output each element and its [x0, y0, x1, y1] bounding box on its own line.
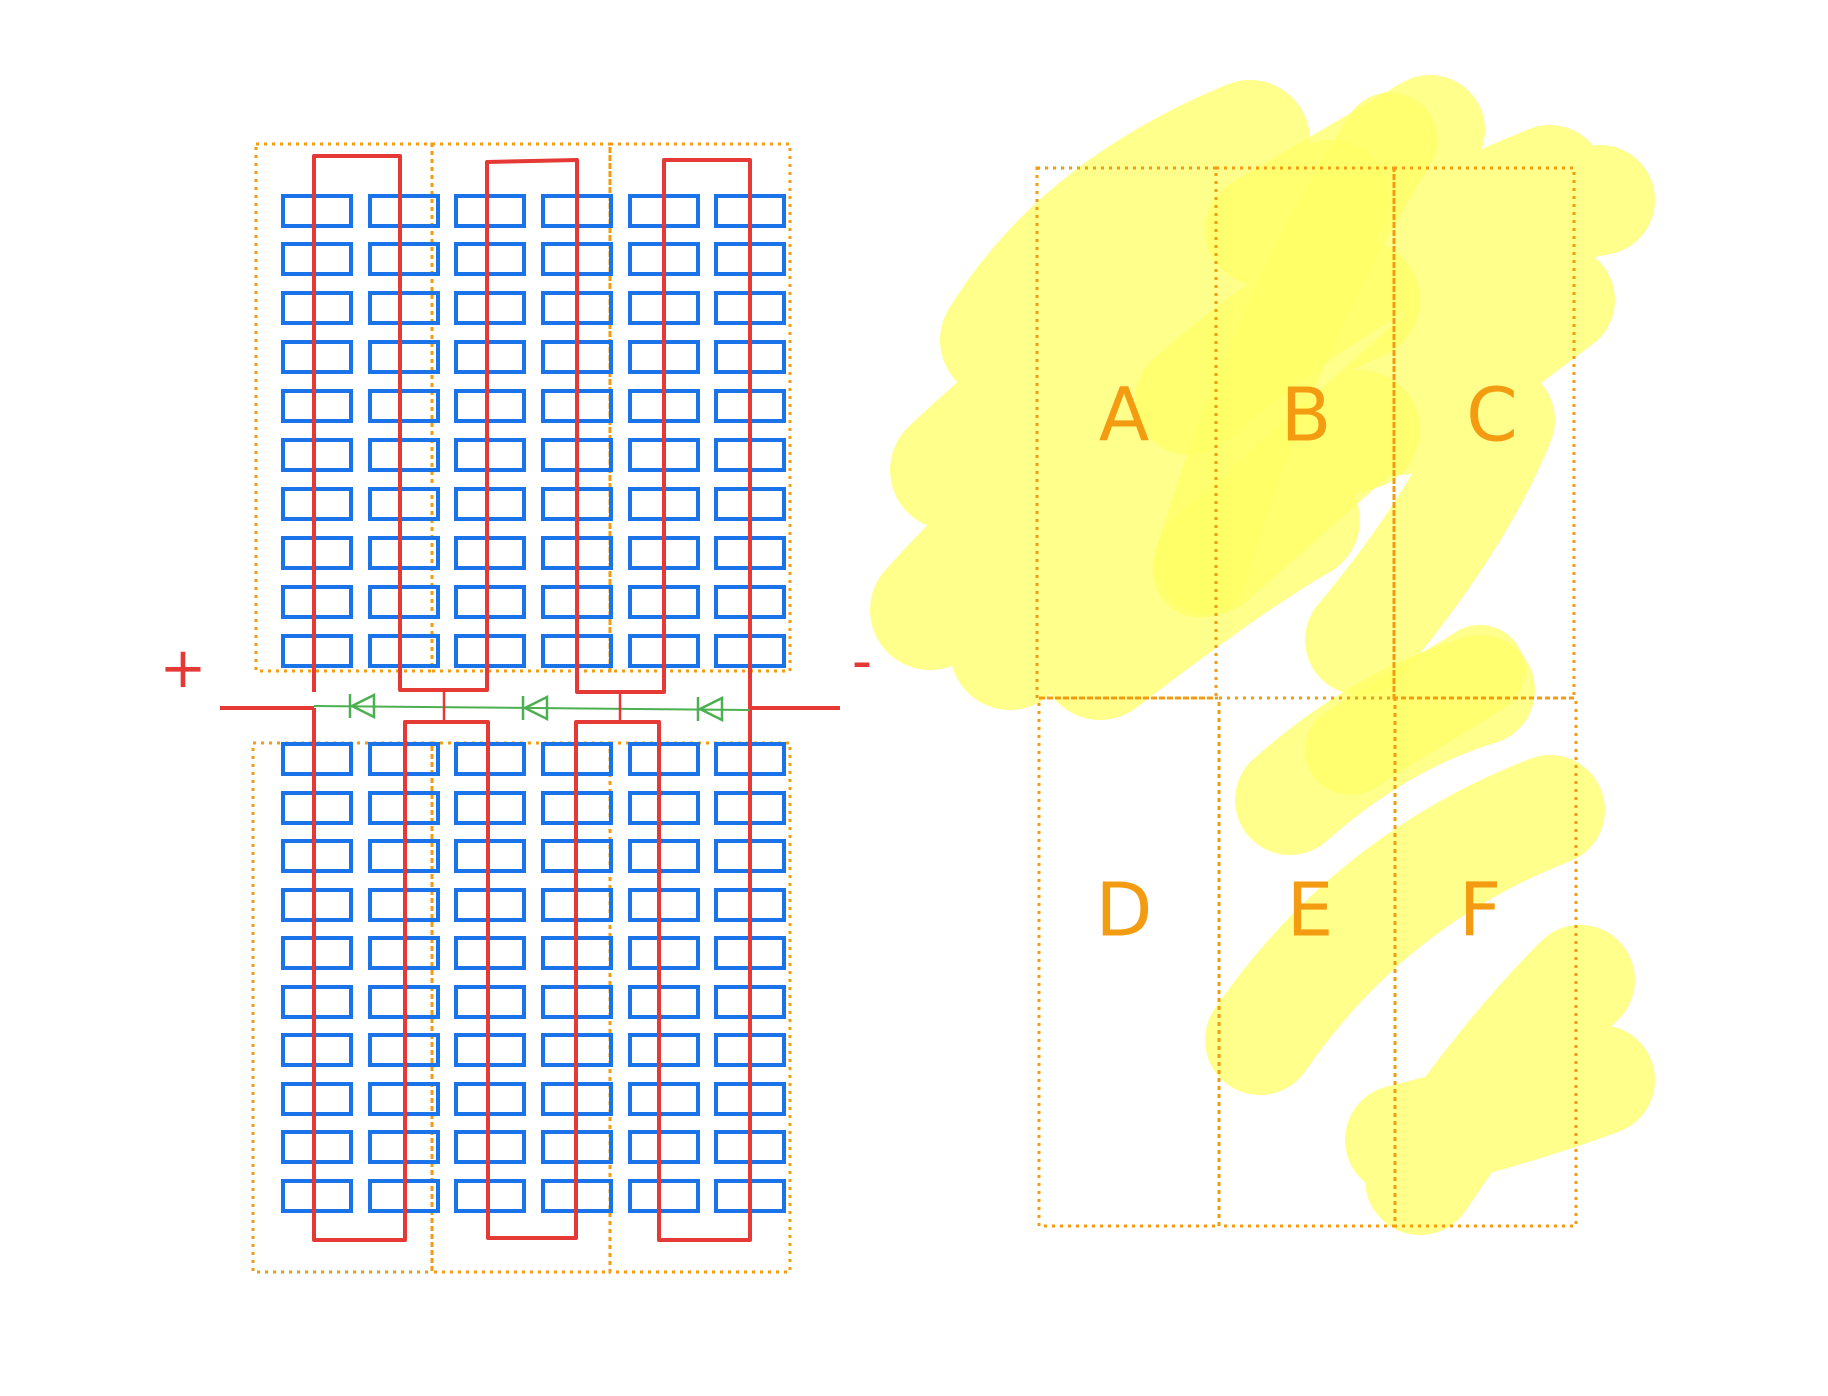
solar-cell — [454, 634, 526, 668]
string-wire-segment — [312, 154, 752, 694]
solar-cell — [281, 340, 353, 374]
solar-cell — [281, 194, 353, 228]
solar-cell — [454, 438, 526, 472]
string-wiring — [220, 154, 840, 1242]
zone-cell-outline — [1035, 166, 1218, 700]
zone-label-e: E — [1287, 868, 1334, 954]
substring-outline — [430, 142, 612, 673]
solar-cell — [281, 389, 353, 423]
solar-cell — [368, 585, 440, 619]
solar-cell — [368, 634, 440, 668]
diode-bus-line — [313, 705, 751, 711]
solar-cell — [281, 487, 353, 521]
solar-cell — [454, 389, 526, 423]
solar-cell — [368, 487, 440, 521]
bypass-diodes — [313, 690, 751, 723]
solar-cell — [628, 742, 700, 776]
solar-cell — [368, 194, 440, 228]
negative-terminal-label: - — [852, 629, 872, 694]
solar-cell — [281, 291, 353, 325]
left-panel: + - — [160, 142, 872, 1274]
solar-cell — [368, 291, 440, 325]
solar-cell — [454, 242, 526, 276]
zone-label-d: D — [1096, 868, 1153, 954]
solar-cell — [454, 536, 526, 570]
solar-cell — [281, 985, 353, 1019]
bypass-diode-symbol — [522, 694, 549, 722]
solar-cell — [281, 438, 353, 472]
solar-cell — [368, 389, 440, 423]
string-wire-segment — [312, 692, 752, 1242]
right-shading-diagram: A B C D E F — [870, 75, 1655, 1235]
solar-cell — [628, 1179, 700, 1213]
bypass-diode-symbol — [697, 695, 724, 723]
solar-cell — [628, 985, 700, 1019]
solar-cell — [454, 487, 526, 521]
shade-stroke — [1135, 75, 1655, 695]
solar-cell — [281, 1033, 353, 1067]
solar-cell — [628, 936, 700, 970]
solar-cell — [281, 742, 353, 776]
solar-cell — [281, 791, 353, 825]
solar-cell — [628, 1130, 700, 1164]
zone-label-f: F — [1459, 868, 1502, 954]
solar-cell — [281, 1082, 353, 1116]
substring-outline — [254, 142, 434, 673]
solar-cell — [628, 791, 700, 825]
solar-cell — [628, 1033, 700, 1067]
solar-cell — [281, 888, 353, 922]
solar-cell — [281, 585, 353, 619]
solar-cell — [281, 1130, 353, 1164]
zone-label-b: B — [1281, 373, 1332, 459]
solar-cell — [454, 291, 526, 325]
solar-cell — [628, 1082, 700, 1116]
solar-cell — [628, 888, 700, 922]
solar-cell — [454, 194, 526, 228]
zone-label-a: A — [1099, 373, 1150, 459]
solar-cell — [281, 536, 353, 570]
shade-stroke — [1305, 625, 1525, 795]
zone-label-c: C — [1466, 373, 1518, 459]
substring-outline — [608, 142, 792, 673]
zone-cell-outline — [1037, 696, 1221, 1228]
solar-cell — [368, 242, 440, 276]
zone-cell-outline — [1393, 696, 1578, 1228]
solar-cell — [368, 438, 440, 472]
solar-cell — [454, 585, 526, 619]
positive-terminal-label: + — [160, 636, 207, 701]
solar-cell — [628, 839, 700, 873]
solar-cell — [454, 340, 526, 374]
solar-cell — [281, 839, 353, 873]
solar-cell — [281, 634, 353, 668]
zone-grid — [1035, 166, 1578, 1228]
solar-cell — [368, 340, 440, 374]
solar-cell — [281, 1179, 353, 1213]
shade-stroke — [870, 80, 1420, 720]
bypass-diode-symbol — [349, 692, 376, 720]
solar-cell — [281, 242, 353, 276]
solar-cell — [281, 936, 353, 970]
shade-highlights — [870, 75, 1655, 1235]
solar-cell — [368, 536, 440, 570]
